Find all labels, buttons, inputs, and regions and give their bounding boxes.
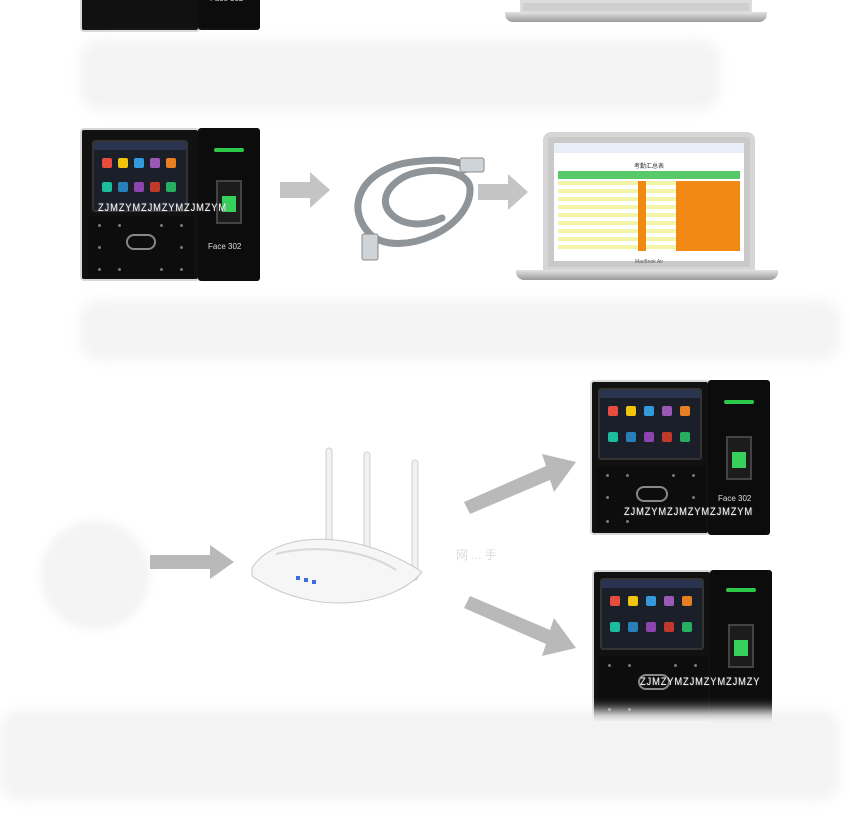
spreadsheet-title: 考勤汇总表 xyxy=(633,164,664,170)
device-brand-label: Face 302 xyxy=(208,242,242,251)
wifi-router xyxy=(251,447,423,604)
arrow-right-icon xyxy=(478,174,528,210)
blurred-caption xyxy=(80,40,720,110)
laptop-top-base xyxy=(505,12,767,22)
device-brand-label: Face 302 xyxy=(210,0,243,3)
blurred-caption xyxy=(80,300,840,360)
spreadsheet: 考勤汇总表 xyxy=(554,143,744,261)
arrow-right-icon xyxy=(150,545,234,579)
laptop-top-screen-edge xyxy=(520,0,752,14)
attendance-terminal-top: Face 302 xyxy=(80,0,260,32)
blurred-caption xyxy=(0,710,840,800)
watermark-text: ZJMZYMZJMZYMZJMZYM xyxy=(624,506,754,518)
laptop-model-label: MacBook Air xyxy=(634,259,664,265)
attendance-terminal: Face 302 xyxy=(80,128,260,281)
laptop-base xyxy=(516,270,778,280)
arrow-right-icon xyxy=(280,172,330,208)
network-cable xyxy=(354,156,485,261)
arrow-down-right-icon xyxy=(464,596,576,656)
watermark-text: ZJMZYMZJMZYMZJMZYM xyxy=(98,202,228,214)
arrow-up-right-icon xyxy=(464,454,576,514)
blurred-network-cloud xyxy=(40,520,150,630)
attendance-terminal: Face 302 xyxy=(590,380,772,535)
watermark-text: ZJMZYMZJMZYMZJMZY xyxy=(640,676,761,688)
device-brand-label: Face 302 xyxy=(718,494,752,503)
attendance-terminal xyxy=(592,570,774,723)
laptop-screen: 考勤汇总表 MacBook Air xyxy=(543,132,755,272)
center-faint-mark: 网 ... 手 xyxy=(456,548,497,562)
